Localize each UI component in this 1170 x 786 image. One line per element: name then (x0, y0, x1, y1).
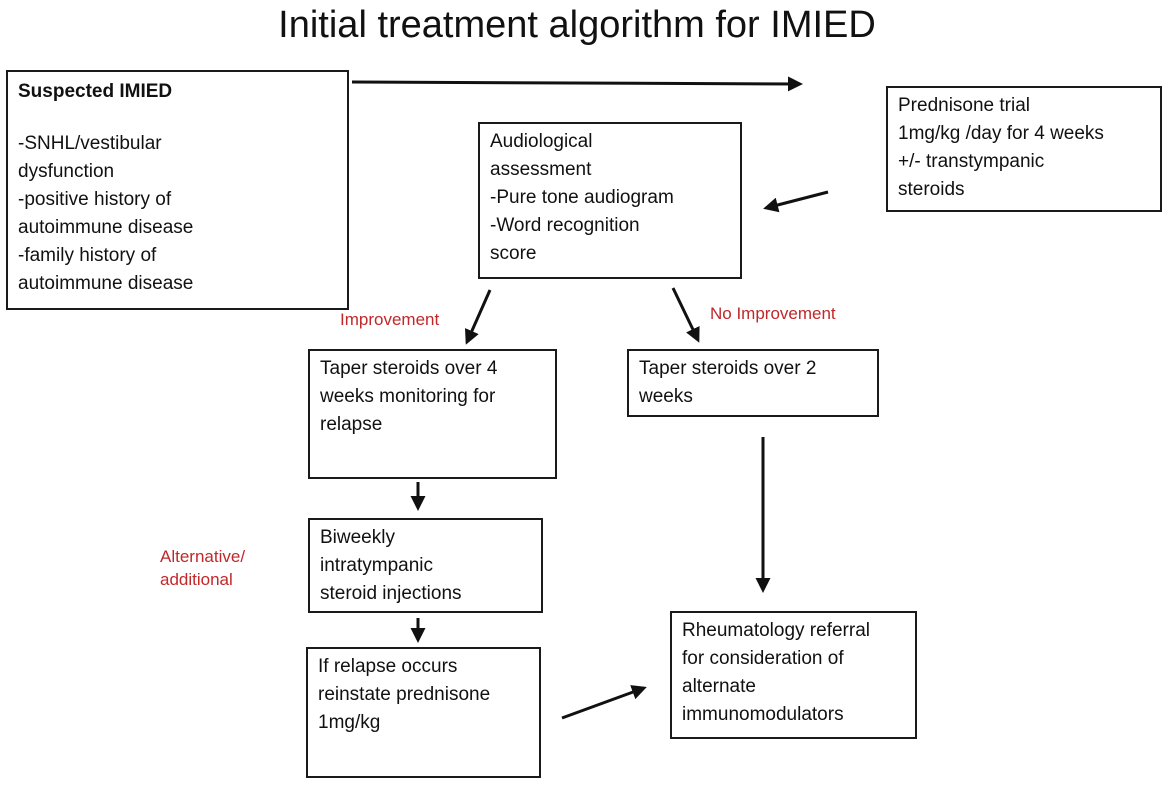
biweekly-injections-box: Biweekly intratympanic steroid injection… (308, 518, 543, 613)
prednisone-trial-line: steroids (898, 179, 965, 200)
audiological-line: -Word recognition (490, 215, 640, 236)
rheumatology-referral-box: Rheumatology referral for consideration … (670, 611, 917, 739)
suspected-imied-heading: Suspected IMIED (18, 81, 173, 102)
taper-4-weeks-box: Taper steroids over 4 weeks monitoring f… (308, 349, 557, 479)
audiological-line: -Pure tone audiogram (490, 187, 674, 208)
biweekly-line: steroid injections (320, 583, 462, 604)
suspected-criterion-line: -SNHL/vestibular (18, 133, 162, 154)
prednisone-trial-line: +/- transtympanic (898, 151, 1045, 172)
suspected-criterion-line: dysfunction (18, 161, 115, 182)
suspected-criterion-line: autoimmune disease (18, 273, 194, 294)
rheumatology-line: immunomodulators (682, 704, 844, 725)
audiological-line: Audiological (490, 131, 593, 152)
biweekly-line: Biweekly (320, 527, 395, 548)
taper-2-weeks-box: Taper steroids over 2 weeks (627, 349, 879, 417)
taper-2-weeks-line: weeks (639, 386, 693, 407)
biweekly-line: intratympanic (320, 555, 433, 576)
relapse-box: If relapse occurs reinstate prednisone 1… (306, 647, 541, 778)
arrow-audiological-to-taper-4-weeks (464, 289, 492, 345)
prednisone-trial-line: 1mg/kg /day for 4 weeks (898, 123, 1104, 144)
prednisone-trial-line: Prednisone trial (898, 95, 1031, 116)
relapse-line: reinstate prednisone (318, 684, 491, 705)
arrow-audiological-to-taper-2-weeks (671, 287, 700, 343)
prednisone-trial-box: Prednisone trial 1mg/kg /day for 4 weeks… (886, 86, 1162, 212)
suspected-criterion-line: -family history of (18, 245, 157, 266)
arrow-relapse-to-rheumatology (561, 685, 647, 720)
arrow-suspected-to-prednisone (351, 76, 803, 92)
alternative-label: Alternative/ (160, 547, 246, 566)
taper-4-weeks-line: weeks monitoring for (320, 386, 496, 407)
rheumatology-line: Rheumatology referral (682, 620, 870, 641)
improvement-label: Improvement (340, 310, 440, 329)
additional-label: additional (160, 570, 233, 589)
suspected-criterion-line: autoimmune disease (18, 217, 194, 238)
rheumatology-line: for consideration of (682, 648, 844, 669)
diagram-title: Initial treatment algorithm for IMIED (278, 4, 876, 46)
relapse-line: 1mg/kg (318, 712, 381, 733)
audiological-assessment-box: Audiological assessment -Pure tone audio… (478, 122, 742, 279)
suspected-imied-box: Suspected IMIED -SNHL/vestibular dysfunc… (6, 70, 349, 310)
taper-2-weeks-line: Taper steroids over 2 (639, 358, 817, 379)
relapse-line: If relapse occurs (318, 656, 458, 677)
arrow-prednisone-to-audiological (763, 190, 829, 213)
no-improvement-label: No Improvement (710, 304, 836, 323)
audiological-line: score (490, 243, 537, 264)
suspected-criterion-line: -positive history of (18, 189, 172, 210)
audiological-line: assessment (490, 159, 592, 180)
taper-4-weeks-line: relapse (320, 414, 383, 435)
taper-4-weeks-line: Taper steroids over 4 (320, 358, 498, 379)
rheumatology-line: alternate (682, 676, 756, 697)
